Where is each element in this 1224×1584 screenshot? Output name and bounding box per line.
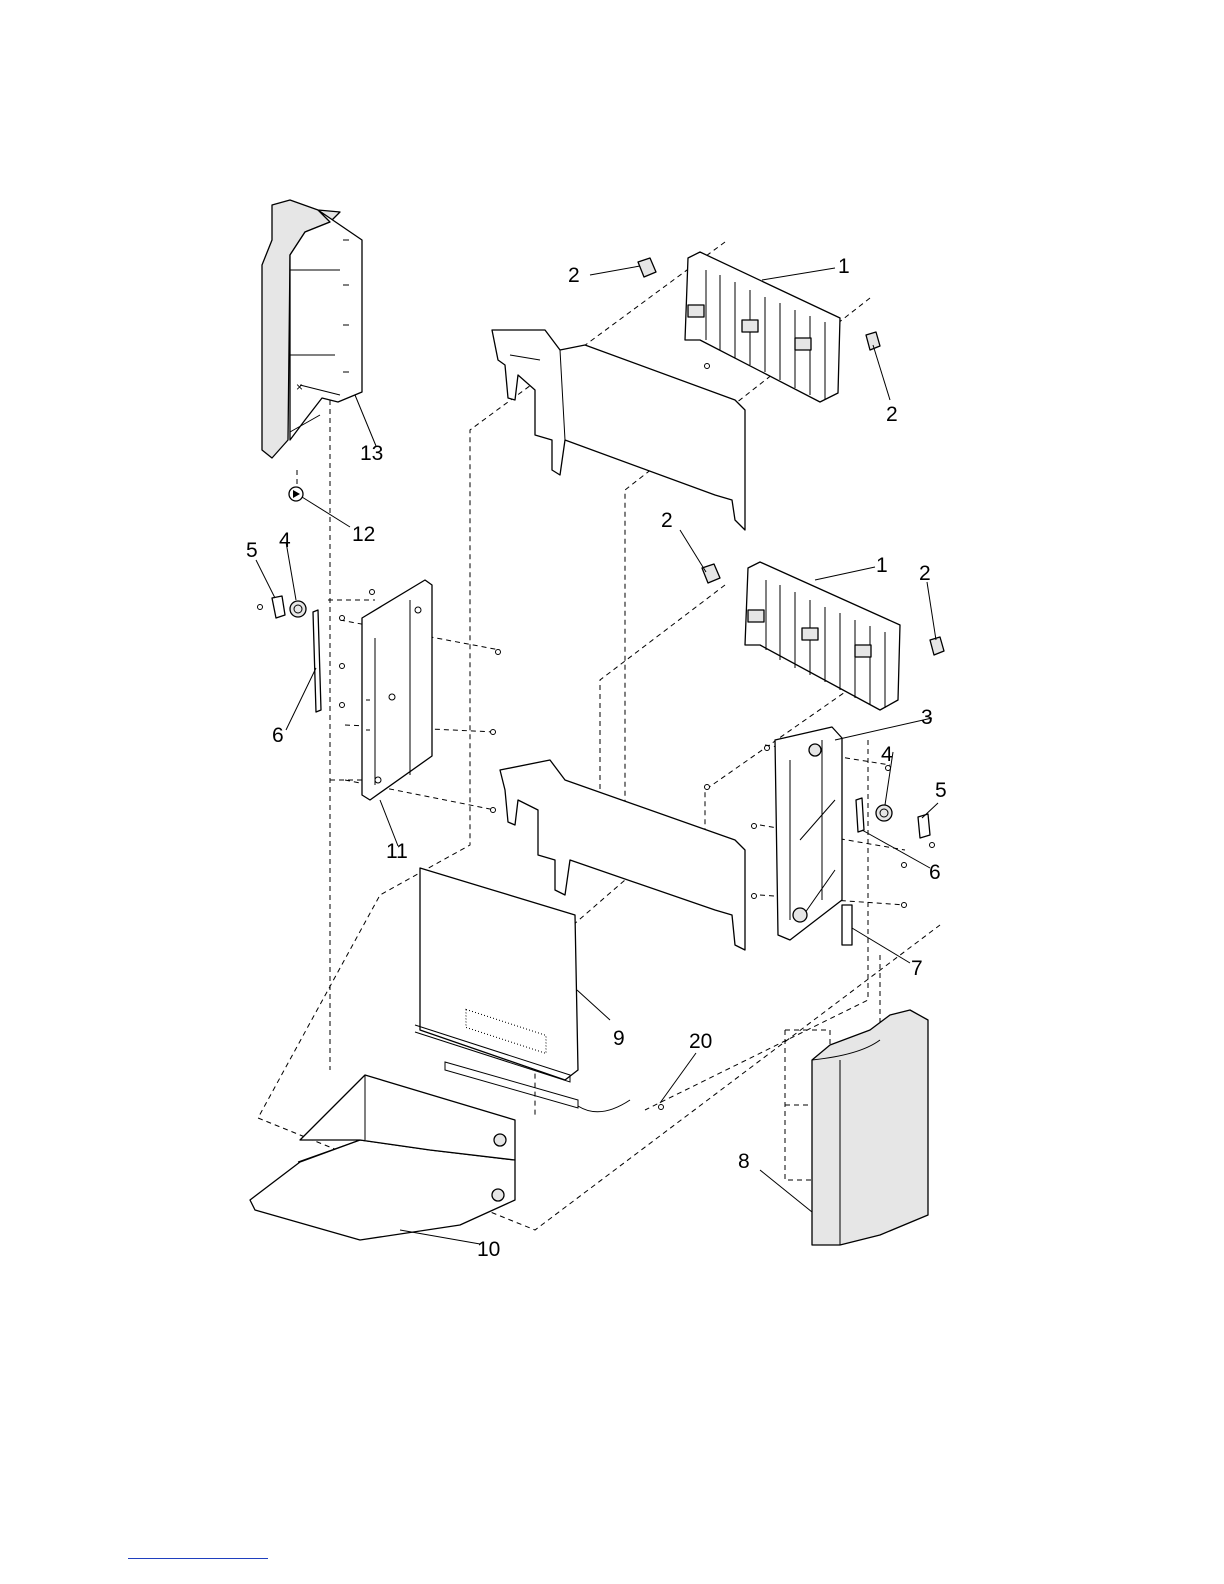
- callout-6-left: 6: [272, 724, 284, 747]
- callout-20: 20: [689, 1030, 712, 1053]
- part-5-right-clip: [918, 814, 930, 838]
- callout-5-right: 5: [935, 779, 947, 802]
- part-11-left-bracket: [362, 580, 432, 800]
- right-gear-assembly: [842, 798, 930, 945]
- callout-2-d: 2: [919, 562, 931, 585]
- callout-7: 7: [911, 957, 923, 980]
- upper-frame: [492, 330, 745, 530]
- part-13-left-side-cover: ×: [262, 200, 362, 458]
- callout-13: 13: [360, 442, 383, 465]
- part-9-controller-board: [415, 868, 630, 1112]
- callout-3: 3: [921, 706, 933, 729]
- part-12-gear: [289, 487, 303, 501]
- part-4-right-gear: [876, 805, 892, 821]
- part-10-tray: [250, 1075, 515, 1240]
- callout-4-left: 4: [279, 529, 291, 552]
- callout-4-right: 4: [881, 743, 893, 766]
- part-1-upper-guide: [685, 252, 840, 402]
- callout-12: 12: [352, 523, 375, 546]
- part-6-right-link: [856, 798, 864, 832]
- callout-9: 9: [613, 1027, 625, 1050]
- part-1-lower-guide: [745, 562, 900, 710]
- callout-2-b: 2: [886, 403, 898, 426]
- callout-2-a: 2: [568, 264, 580, 287]
- callout-1-lower: 1: [876, 554, 888, 577]
- part-4-left-gear: [290, 601, 306, 617]
- callout-2-c: 2: [661, 509, 673, 532]
- footer-rule: [128, 1558, 268, 1559]
- left-gear-assembly: [258, 596, 322, 712]
- part-13-mark: ×: [296, 380, 303, 394]
- part-5-left-clip: [272, 596, 285, 618]
- part-3-right-bracket: [775, 727, 842, 940]
- part-7-roller: [842, 905, 852, 945]
- callout-5-left: 5: [246, 539, 258, 562]
- callout-6-right: 6: [929, 861, 941, 884]
- callout-10: 10: [477, 1238, 500, 1261]
- callout-1-upper: 1: [838, 255, 850, 278]
- callout-8: 8: [738, 1150, 750, 1173]
- part-6-left-link: [313, 610, 321, 712]
- part-8-right-side-cover: [812, 1010, 928, 1245]
- part-20-clip: [659, 1105, 664, 1110]
- callout-11: 11: [386, 840, 408, 863]
